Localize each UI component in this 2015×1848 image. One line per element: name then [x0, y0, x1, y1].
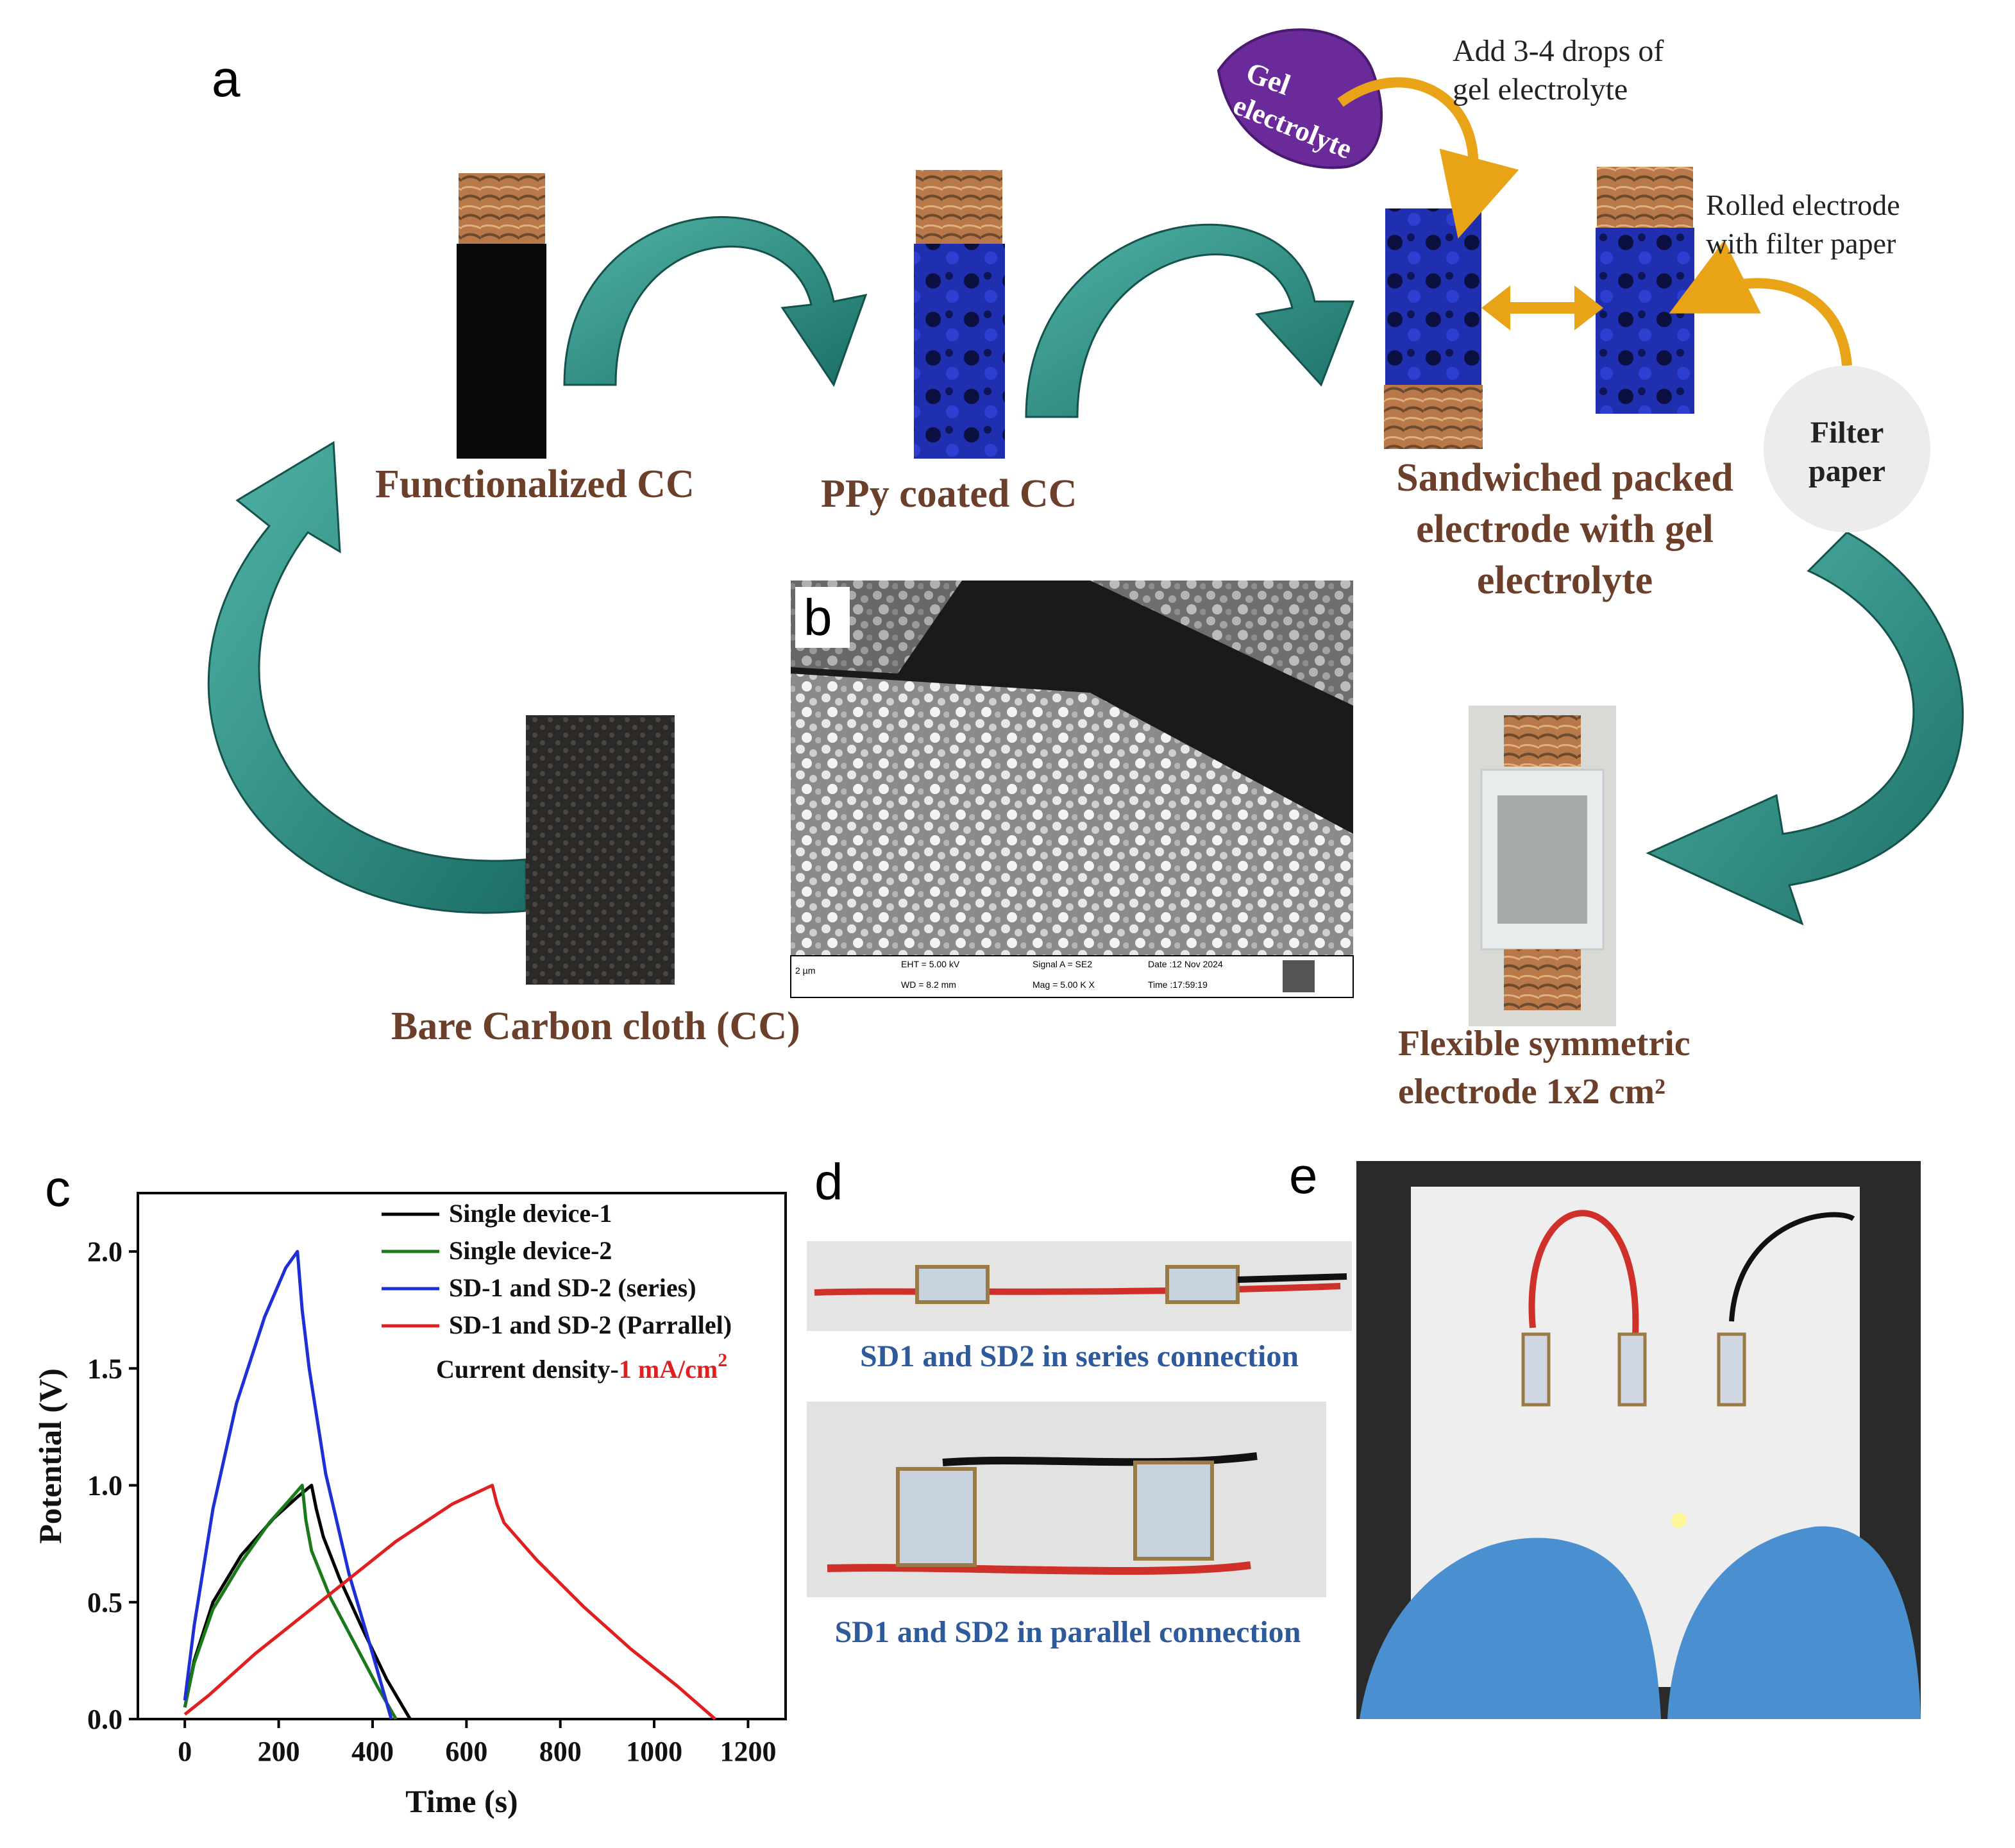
flexible-label-line2: electrode 1x2 cm²: [1398, 1072, 1665, 1112]
legend-label: SD-1 and SD-2 (Parrallel): [449, 1310, 732, 1339]
flexible-label-line1: Flexible symmetric: [1398, 1024, 1690, 1064]
panel-b-label: b: [804, 589, 832, 646]
legend-label: Single device-1: [449, 1199, 612, 1228]
x-tick-label: 400: [351, 1736, 394, 1767]
rolled-label-line2: with filter paper: [1706, 227, 1896, 260]
gold-arrow-filter-to-rolled: [1669, 240, 1852, 366]
series-caption: SD1 and SD2 in series connection: [860, 1339, 1299, 1373]
panel-e-label: e: [1289, 1147, 1318, 1204]
sem-scale-bar-label: 2 µm: [795, 965, 815, 976]
sem-wd: WD = 8.2 mm: [901, 979, 956, 990]
ppy-coated-cc-label: PPy coated CC: [821, 472, 1077, 516]
sem-time: Time :17:59:19: [1148, 979, 1208, 990]
series-connection-photo: [807, 1241, 1352, 1331]
teal-arrow-functionalized-to-ppy: [563, 216, 868, 387]
x-tick-label: 0: [178, 1736, 192, 1767]
x-tick-label: 1200: [720, 1736, 776, 1767]
x-tick-label: 800: [539, 1736, 582, 1767]
gold-double-arrow: [1481, 285, 1603, 330]
sem-eht: EHT = 5.00 kV: [901, 959, 960, 969]
gel-electrolyte-drop-icon: [1217, 28, 1383, 169]
series-line: [183, 1484, 716, 1720]
legend-label: SD-1 and SD-2 (series): [449, 1273, 696, 1302]
parallel-caption: SD1 and SD2 in parallel connection: [835, 1615, 1301, 1649]
sandwich-label-line1: Sandwiched packed: [1396, 456, 1733, 500]
rolled-electrode-image: [1596, 167, 1694, 414]
x-tick-label: 1000: [626, 1736, 682, 1767]
y-tick-label: 1.5: [87, 1353, 122, 1384]
sandwiched-electrode-image: [1384, 208, 1483, 449]
sem-mag: Mag = 5.00 K X: [1033, 979, 1095, 990]
rolled-label-line1: Rolled electrode: [1706, 189, 1900, 221]
add-drops-label-line1: Add 3-4 drops of: [1453, 34, 1664, 68]
sem-date: Date :12 Nov 2024: [1148, 959, 1223, 969]
x-axis-label: Time (s): [405, 1783, 518, 1819]
series-line: [183, 1484, 412, 1720]
gcd-chart: 0 200 400 600 800 1000 1200 0.0 0.5 1.0 1.5 2.0Time…: [32, 1192, 787, 1819]
sem-image: [790, 581, 1354, 998]
x-tick-label: 600: [445, 1736, 487, 1767]
bare-carbon-cloth-image: [526, 715, 675, 985]
panel-c-label: c: [45, 1160, 71, 1217]
panel-b-label-bg: [795, 587, 850, 648]
legend-label: Single device-2: [449, 1236, 612, 1265]
parallel-connection-photo: [807, 1402, 1326, 1597]
plot-frame: [137, 1192, 787, 1720]
series-line: [183, 1250, 393, 1720]
functionalized-cc-label: Functionalized CC: [375, 462, 695, 506]
functionalized-cc-image: [457, 173, 546, 459]
filter-paper-label-line2: paper: [1808, 454, 1885, 488]
y-tick-label: 1.0: [87, 1470, 122, 1502]
sandwich-label-line3: electrolyte: [1477, 559, 1653, 602]
y-tick-label: 0.5: [87, 1587, 122, 1618]
y-tick-label: 0.0: [87, 1704, 122, 1735]
filter-paper-label-line1: Filter: [1810, 416, 1884, 450]
sem-signal: Signal A = SE2: [1033, 959, 1092, 969]
teal-arrow-ppy-to-sandwich: [1025, 223, 1355, 418]
current-density-annotation: Current density-1 mA/cm2: [436, 1350, 727, 1384]
bare-cc-label: Bare Carbon cloth (CC): [391, 1005, 800, 1048]
ppy-coated-cc-image: [914, 170, 1005, 459]
flexible-electrode-image: [1469, 706, 1616, 1026]
panel-d-label: d: [814, 1153, 843, 1210]
led-demo-photo: [1356, 1161, 1921, 1719]
sandwich-label-line2: electrode with gel: [1416, 507, 1714, 551]
series-line: [183, 1484, 398, 1720]
teal-arrow-filter-to-flexible: [1646, 531, 1964, 926]
y-tick-label: 2.0: [87, 1236, 122, 1267]
teal-arrow-bare-to-functionalized: [207, 441, 527, 914]
gold-arrow-gel-to-sandwich: [1337, 77, 1519, 239]
add-drops-label-line2: gel electrolyte: [1453, 72, 1628, 106]
filter-paper-circle: [1764, 366, 1930, 532]
y-axis-label: Potential (V): [32, 1368, 68, 1544]
panel-a-label: a: [212, 50, 240, 107]
x-tick-label: 200: [258, 1736, 300, 1767]
